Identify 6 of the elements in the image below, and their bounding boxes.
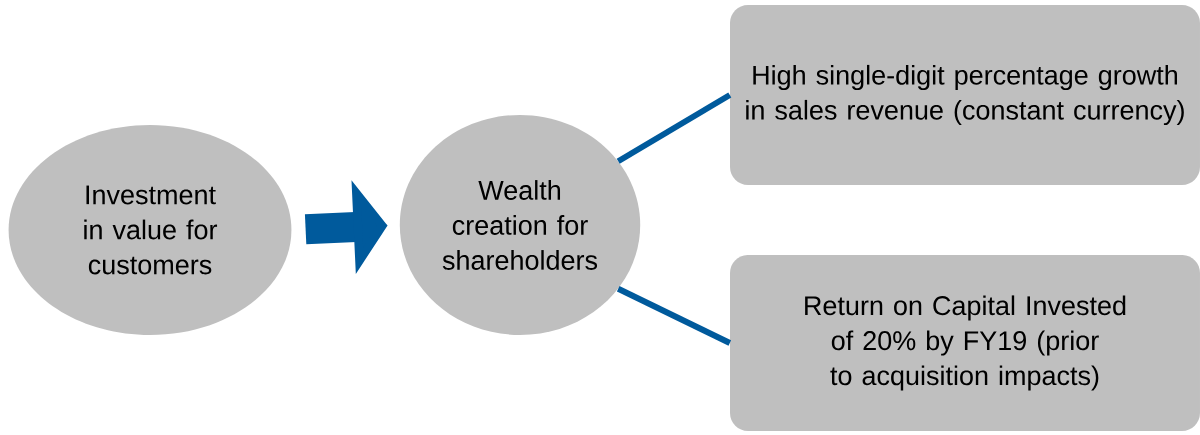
rounded-box: Return on Capital Invested of 20% by FY19 (prior to acquisition impacts) [730, 255, 1200, 431]
oval-node: Wealth creation for shareholders [399, 115, 641, 335]
connector-line [616, 286, 732, 346]
oval-node: Investment in value for customers [8, 125, 292, 335]
rounded-box: High single-digit percentage growth in sales revenue (constant currency) [730, 5, 1200, 185]
connector-line [616, 92, 732, 164]
